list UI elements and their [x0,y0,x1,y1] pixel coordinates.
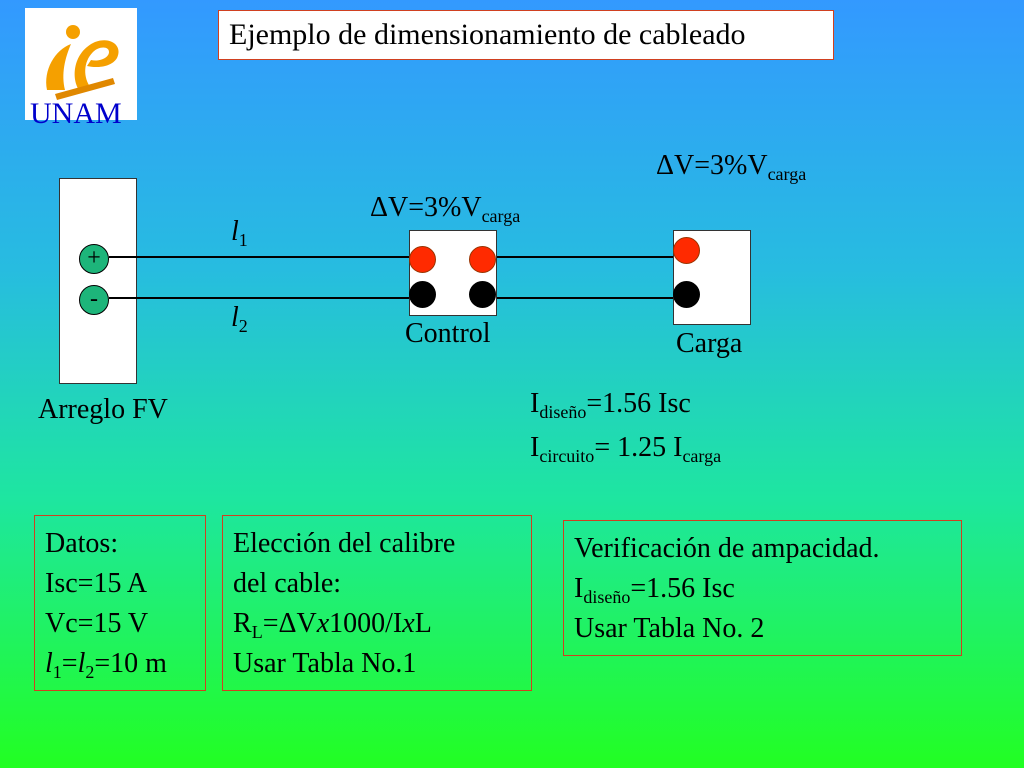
verificacion-heading: Verificación de ampacidad. [574,533,880,564]
control-red-terminal-right [469,246,496,273]
unam-logo-text: UNAM [30,97,122,130]
control-black-terminal-left [409,281,436,308]
wire-l1 [109,256,411,258]
eleccion-box: Elección del calibre del cable: RL=ΔVx10… [222,515,532,691]
verificacion-box: Verificación de ampacidad. Idiseño=1.56 … [563,520,962,656]
carga-label: Carga [676,328,743,359]
carga-red-terminal [673,237,700,264]
wire-carga-negative [495,297,675,299]
datos-vc: Vc=15 V [45,608,149,639]
logo-box [25,8,137,120]
minus-terminal: - [79,285,109,315]
eleccion-line1: Elección del calibre [233,528,456,559]
arreglo-fv-box [59,178,137,384]
wire-l2 [109,297,411,299]
eleccion-line4: Usar Tabla No.1 [233,648,417,679]
ie-logo-icon [46,25,119,100]
carga-black-terminal [673,281,700,308]
title-box: Ejemplo de dimensionamiento de cableado [218,10,834,60]
i-circuito-formula: Icircuito= 1.25 Icarga [530,432,722,466]
plus-sign: + [87,245,101,271]
i-diseno-formula: Idiseño=1.56 Isc [530,388,691,422]
verificacion-i-diseno: Idiseño=1.56 Isc [574,573,735,607]
control-red-terminal-left [409,246,436,273]
wire-carga-positive [495,256,675,258]
control-label: Control [405,318,491,349]
l1-label: l1 [231,216,248,250]
eleccion-formula: RL=ΔVx1000/IxL [233,608,432,642]
dv-carga-label: ΔV=3%Vcarga [656,150,807,184]
datos-box: Datos: Isc=15 A Vc=15 V l1=l2=10 m [34,515,206,691]
dv-control-label: ΔV=3%Vcarga [370,192,521,226]
minus-sign: - [90,286,98,312]
datos-length: l1=l2=10 m [45,648,167,682]
arreglo-fv-label: Arreglo FV [38,394,168,425]
page-title: Ejemplo de dimensionamiento de cableado [229,18,746,51]
datos-heading: Datos: [45,528,119,559]
datos-isc: Isc=15 A [45,568,148,599]
verificacion-tabla: Usar Tabla No. 2 [574,613,765,644]
l2-label: l2 [231,302,248,336]
eleccion-line2: del cable: [233,568,342,599]
control-black-terminal-right [469,281,496,308]
plus-terminal: + [79,244,109,274]
